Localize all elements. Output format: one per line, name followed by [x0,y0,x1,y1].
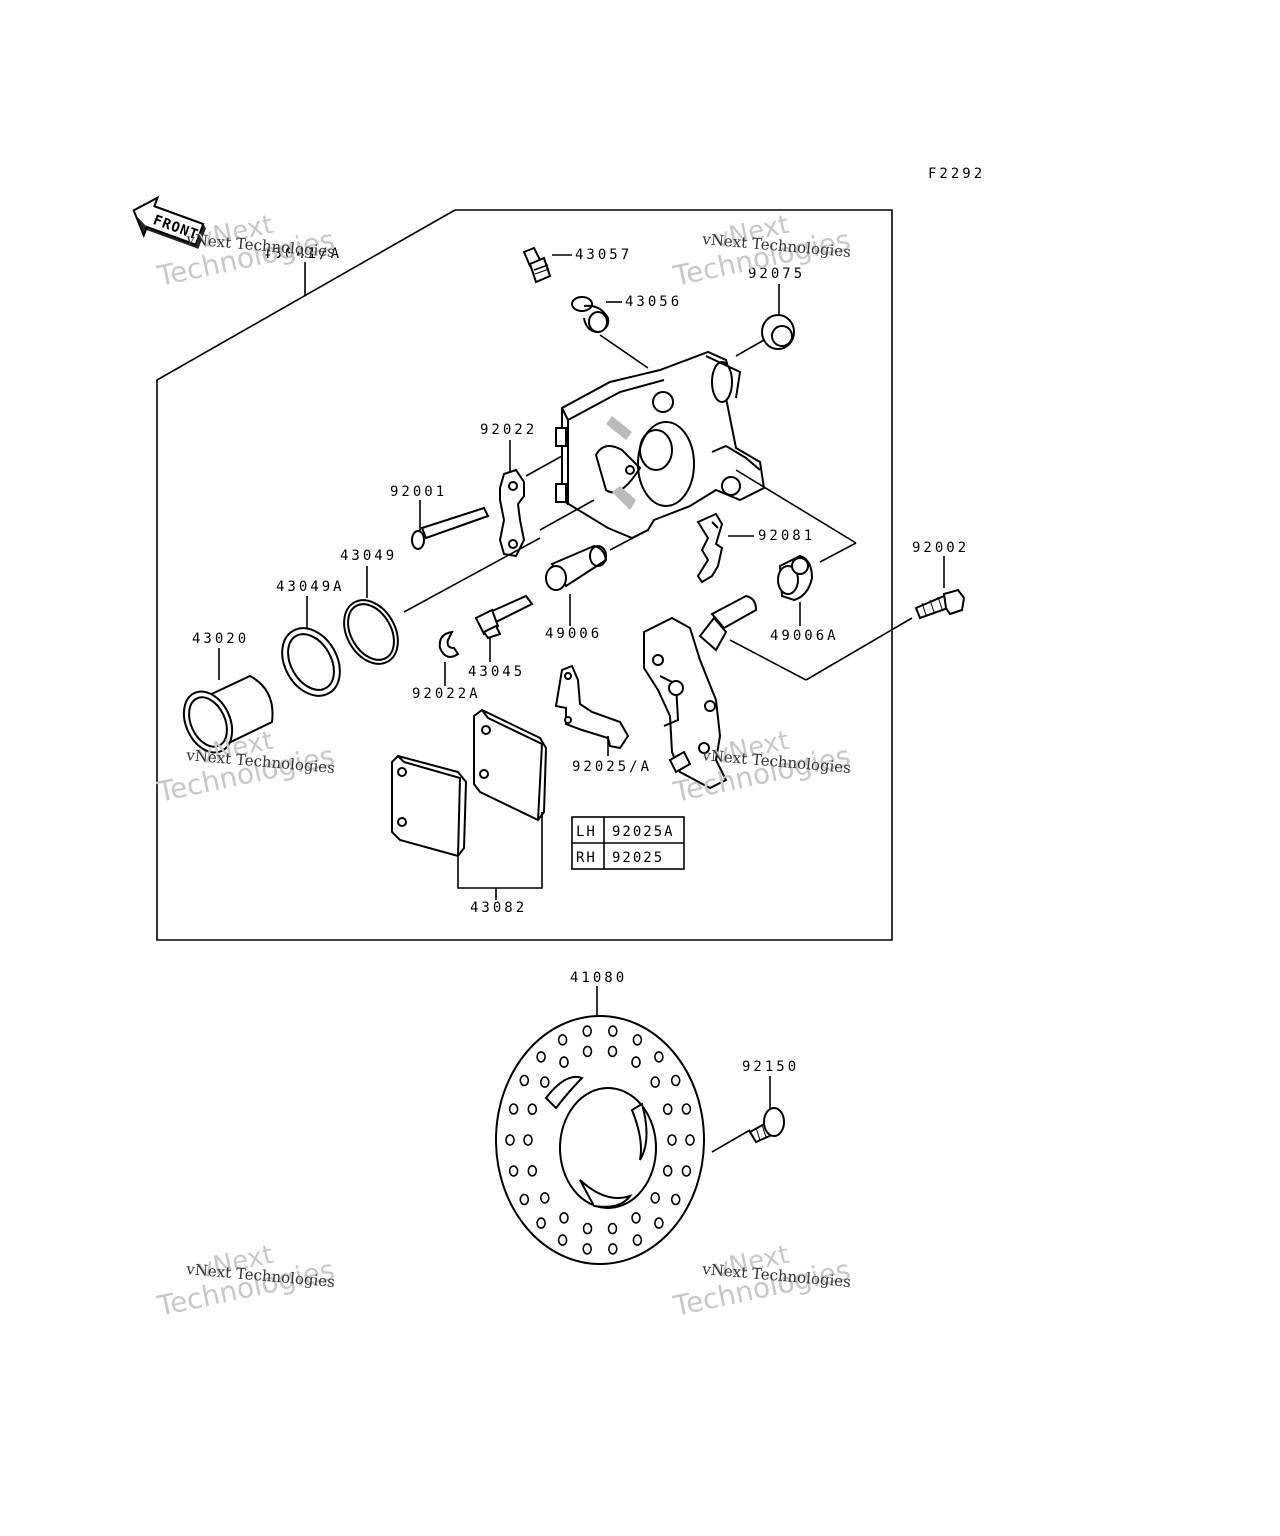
part-49006a-sleeve [777,554,814,626]
label-92001: 92001 [390,484,447,500]
disc-hole [508,1103,519,1115]
label-49006a: 49006A [770,628,839,644]
disc-hole [632,1034,643,1046]
part-caliper-body [555,350,766,540]
disc-hole [662,1165,673,1177]
label-43020: 43020 [192,631,249,647]
label-49006: 49006 [545,626,602,642]
part-49006-sleeve [545,529,649,626]
label-43049a: 43049A [276,579,345,595]
part-43020-piston [182,648,274,754]
side-table: LH 92025A RH 92025 [571,816,685,870]
part-92025-clip [554,664,630,756]
disc-hole [527,1103,538,1115]
assembly-label: 43041/A [262,246,342,262]
part-43049a-seal [281,596,341,697]
part-caliper-bracket [643,594,758,790]
side-table-part-rh: 92025 [612,850,664,866]
disc-hole [536,1051,546,1063]
disc-holes [505,1025,695,1255]
disc-hole [607,1025,618,1037]
disc-hole [670,1193,681,1206]
label-43049: 43049 [340,548,397,564]
disc-hole [582,1222,593,1235]
disc-hole [536,1217,546,1229]
disc-hole [559,1212,569,1224]
side-table-part-lh: 92025A [612,824,675,840]
disc-hole [582,1025,593,1037]
part-92075-ring [735,284,795,357]
part-41080-disc [495,986,751,1265]
disc-hole [650,1076,661,1088]
label-92025a-combo: 92025/A [572,759,652,775]
disc-hole [654,1051,664,1063]
part-43049-seal [343,537,541,665]
disc-hole [582,1243,593,1255]
disc-hole [681,1103,692,1115]
side-table-side-lh: LH [576,824,597,840]
disc-hole [662,1103,673,1115]
label-92002: 92002 [912,540,969,556]
disc-hole [607,1243,618,1255]
label-92022: 92022 [480,422,537,438]
part-92022-plate [498,440,563,558]
label-92075: 92075 [748,266,805,282]
label-43057: 43057 [575,247,632,263]
part-92022a-circlip [438,630,460,686]
disc-hole [505,1134,515,1146]
disc-hole [557,1234,568,1246]
part-92002-bolt [729,556,966,681]
side-table-side-rh: RH [576,850,597,866]
label-92022a: 92022A [412,686,481,702]
label-92150: 92150 [742,1059,799,1075]
disc-hole [527,1165,538,1177]
assembly-frame [156,209,893,941]
disc-hole [685,1134,695,1146]
disc-hole [523,1134,533,1146]
disc-hole [557,1034,568,1046]
disc-hole [631,1212,641,1224]
disc-hole [539,1076,550,1088]
disc-hole [508,1165,519,1177]
disc-hole [632,1234,643,1246]
disc-hole [559,1056,569,1068]
disc-hole [631,1056,641,1068]
part-92001-pin [411,499,595,550]
disc-hole [681,1165,692,1177]
disc-hole [519,1193,530,1206]
label-92081: 92081 [758,528,815,544]
disc-hole [650,1192,661,1204]
disc-hole [670,1074,681,1087]
disc-hole [539,1192,550,1204]
disc-hole [667,1134,677,1146]
disc-hole [607,1045,618,1058]
disc-hole [582,1045,593,1058]
part-43045-pin [474,594,534,662]
disc-hole [654,1217,664,1229]
label-43045: 43045 [468,664,525,680]
part-92081-spring [696,512,754,584]
part-43082-pads [391,708,548,900]
part-43056-cap [571,296,649,369]
disc-hole [519,1074,530,1087]
part-92150-bolt [748,1076,785,1144]
disc-hole [607,1222,618,1235]
figure-code: F2292 [928,166,985,182]
label-43082: 43082 [470,900,527,916]
label-43056: 43056 [625,294,682,310]
part-43057-bleeder [522,246,572,284]
label-41080: 41080 [570,970,627,986]
